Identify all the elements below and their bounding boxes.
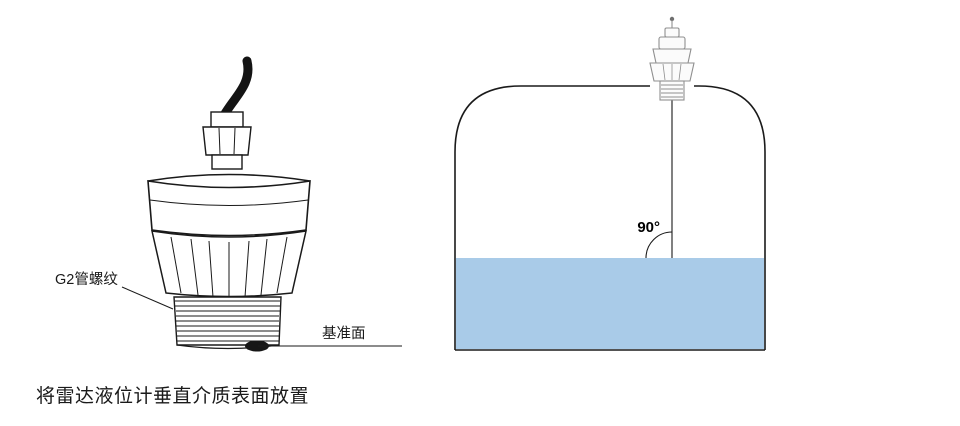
gland-neck <box>211 154 243 170</box>
antenna-lens <box>245 340 269 352</box>
knurl-groove <box>208 240 214 298</box>
knurl-groove <box>244 240 250 298</box>
gland-top-ring <box>210 111 244 128</box>
sensor-lid <box>147 173 311 237</box>
mounting-thread <box>173 296 282 350</box>
datum-plane-label: 基准面 <box>322 326 366 342</box>
gland-facet-line <box>233 127 236 155</box>
angle-arc <box>645 231 673 259</box>
icon-knurl-groove <box>662 63 666 81</box>
icon-gland <box>658 36 686 50</box>
tank-illustration <box>454 16 766 351</box>
icon-thread <box>659 80 685 101</box>
gland-nut <box>202 126 252 156</box>
leader-line-g2 <box>121 286 174 310</box>
icon-pin-tip <box>669 16 675 22</box>
icon-connector <box>664 27 680 38</box>
knurl-groove <box>276 236 288 294</box>
liquid-fill <box>456 258 764 349</box>
lid-body <box>147 180 311 237</box>
tank-outline <box>454 85 766 351</box>
cable-gland <box>202 111 252 170</box>
caption: 将雷达液位计垂直介质表面放置 <box>36 386 310 407</box>
knurl-groove <box>170 236 182 294</box>
g2-thread-label: G2管螺纹 <box>55 272 118 288</box>
gland-facet-line <box>218 127 221 155</box>
icon-lid <box>652 48 692 64</box>
radar-sensor-illustration <box>121 56 402 352</box>
knurled-ring <box>151 230 307 298</box>
icon-knurl-groove <box>678 63 682 81</box>
sensor-top-icon <box>649 16 695 101</box>
lid-top-edge <box>147 173 311 182</box>
angle-label: 90° <box>637 219 660 236</box>
knurl-groove <box>260 238 268 296</box>
lid-rim-line <box>149 199 309 206</box>
knurl-groove <box>190 238 199 296</box>
